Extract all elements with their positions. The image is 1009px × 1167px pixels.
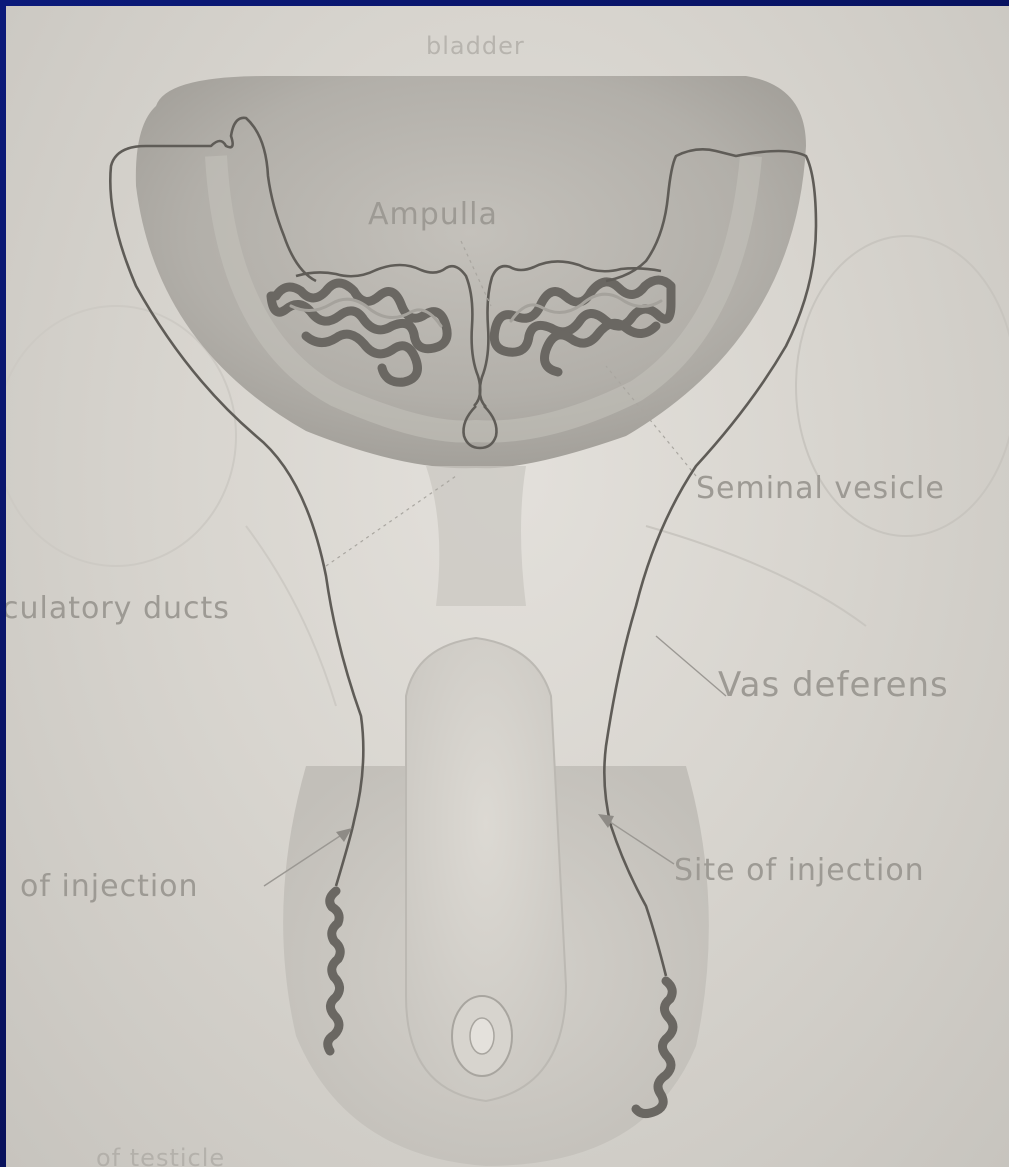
- anatomical-plate: bladder Ampulla Seminal vesicle culatory…: [6, 6, 1009, 1167]
- label-vas-deferens: Vas deferens: [718, 665, 949, 705]
- label-site-of-injection-left: of injection: [20, 869, 199, 904]
- label-ejaculatory-ducts: culatory ducts: [6, 591, 230, 626]
- vas-deferens-leader: [656, 636, 726, 696]
- label-bottom-faded: of testicle: [96, 1144, 225, 1167]
- label-seminal-vesicle: Seminal vesicle: [696, 471, 945, 506]
- ejaculatory-ducts-leader: [326, 476, 456, 566]
- prostate-region: [426, 466, 526, 606]
- label-ampulla: Ampulla: [368, 197, 498, 232]
- label-top-faded: bladder: [426, 32, 525, 60]
- label-site-of-injection-right: Site of injection: [674, 853, 925, 888]
- male-reproductive-diagram: bladder Ampulla Seminal vesicle culatory…: [6, 6, 1009, 1167]
